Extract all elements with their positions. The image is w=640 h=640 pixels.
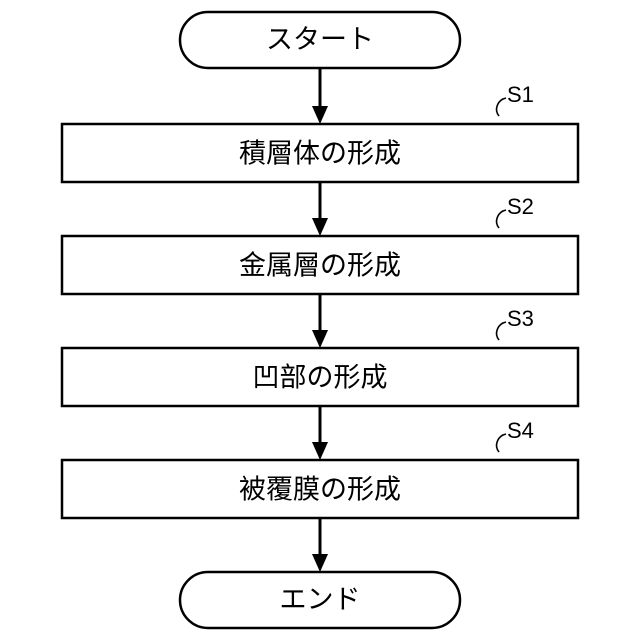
arrow-s2-to-s3 (312, 294, 328, 348)
arrowhead (312, 106, 328, 124)
arrowhead (312, 442, 328, 460)
step-s4-id: S4 (507, 418, 534, 443)
arrowhead (312, 554, 328, 572)
arrowhead (312, 330, 328, 348)
end-terminal: エンド (180, 572, 460, 628)
arrow-start-to-s1 (312, 68, 328, 124)
step-s4-label: 被覆膜の形成 (239, 475, 401, 506)
step-s1-label: 積層体の形成 (239, 139, 401, 170)
step-s3-id: S3 (507, 306, 534, 331)
step-s3-label-leader (497, 322, 506, 340)
step-s1-label-leader (497, 98, 506, 116)
step-s2-label-leader (497, 210, 506, 228)
step-s2-label: 金属層の形成 (239, 251, 401, 282)
step-s1-id: S1 (507, 82, 534, 107)
start-terminal-label: スタート (266, 25, 374, 56)
arrow-s1-to-s2 (312, 182, 328, 236)
arrowhead (312, 218, 328, 236)
end-terminal-label: エンド (280, 585, 361, 616)
arrow-s3-to-s4 (312, 406, 328, 460)
step-s4-label-leader (497, 434, 506, 452)
step-s3-label: 凹部の形成 (253, 363, 388, 394)
start-terminal: スタート (180, 12, 460, 68)
arrow-s4-to-end (312, 518, 328, 572)
step-s2-id: S2 (507, 194, 534, 219)
